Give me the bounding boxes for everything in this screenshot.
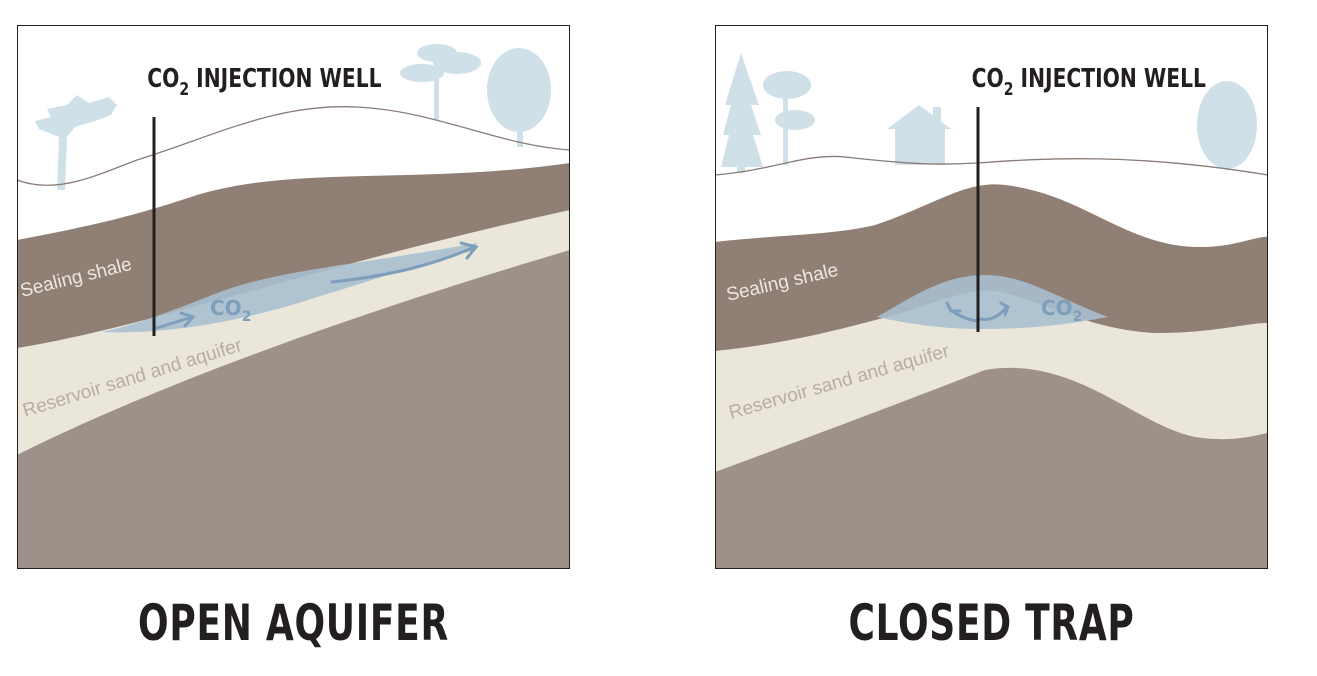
ground-line xyxy=(17,106,570,186)
co2-plume xyxy=(877,275,1108,329)
tree-icon xyxy=(487,48,551,147)
co2-label: CO2 xyxy=(210,296,251,325)
tree-icon xyxy=(400,44,481,120)
house-icon xyxy=(887,105,951,165)
closed-trap-caption: CLOSED TRAP xyxy=(848,594,1135,652)
lower-rock-layer xyxy=(715,367,1268,569)
closed-trap-diagram: CO2 INJECTION WELL Sealing shale Reservo… xyxy=(715,25,1268,569)
panel-border xyxy=(715,25,1268,569)
panel-border xyxy=(17,25,570,569)
open-aquifer-panel: CO2 INJECTION WELL Sealing shale Reservo… xyxy=(17,25,570,569)
open-aquifer-diagram: CO2 INJECTION WELL Sealing shale Reservo… xyxy=(17,25,570,569)
co2-label: CO2 xyxy=(1041,296,1082,325)
open-aquifer-caption: OPEN AQUIFER xyxy=(138,594,449,652)
tree-icon xyxy=(1197,81,1257,170)
reservoir-sand-layer xyxy=(715,290,1268,472)
co2-flow-arrow xyxy=(330,241,479,284)
tree-icon xyxy=(763,71,815,165)
co2-plume xyxy=(102,243,477,333)
ground-line xyxy=(715,155,1268,176)
co2-flow-arrow xyxy=(155,311,196,330)
lower-rock-layer xyxy=(17,250,570,569)
tree-icon xyxy=(721,53,763,173)
well-label: CO2 INJECTION WELL xyxy=(972,64,1206,100)
tree-icon xyxy=(35,95,117,190)
closed-trap-panel: CO2 INJECTION WELL Sealing shale Reservo… xyxy=(715,25,1268,569)
well-label: CO2 INJECTION WELL xyxy=(147,64,381,100)
reservoir-sand-layer xyxy=(17,210,570,455)
